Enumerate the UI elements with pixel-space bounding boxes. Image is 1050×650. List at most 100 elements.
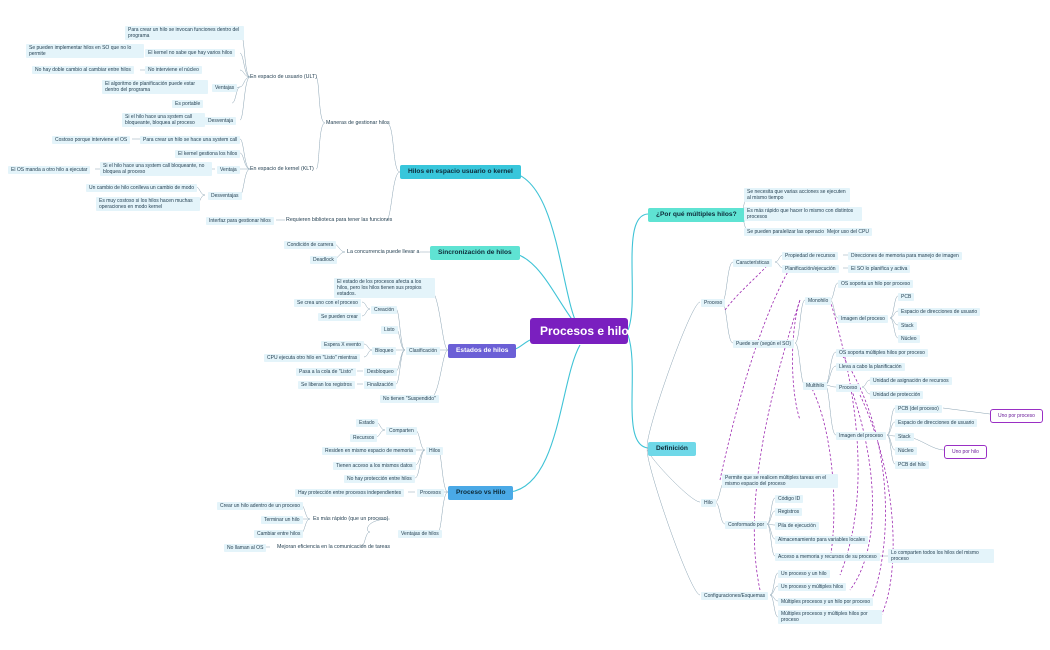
mono-imagen[interactable]: Imagen del proceso <box>838 315 888 323</box>
multi-pcb-proceso[interactable]: PCB (del proceso) <box>895 405 942 413</box>
mono-item[interactable]: OS soporta un hilo por proceso <box>838 280 914 288</box>
topic-por-que[interactable]: ¿Por qué múltiples hilos? <box>648 208 745 222</box>
conformado-item[interactable]: Pila de ejecución <box>775 522 819 530</box>
por-que-item[interactable]: Se pueden paralelizar las operaciones <box>744 228 836 236</box>
config-item[interactable]: Múltiples procesos y múltiples hilos por… <box>778 610 882 624</box>
puede-ser-node[interactable]: Puede ser (según el SO) <box>733 340 795 348</box>
estados-intro[interactable]: El estado de los procesos afecta a los h… <box>334 278 435 298</box>
klt-node[interactable]: En espacio de kernel (KLT) <box>250 166 314 172</box>
multi-stack[interactable]: Stack <box>895 433 914 441</box>
ult-item[interactable]: El kernel no sabe que hay varios hilos <box>145 49 236 57</box>
mono-stack[interactable]: Stack <box>898 322 917 330</box>
mono-espacio[interactable]: Espacio de direcciones de usuario <box>898 308 981 316</box>
ult-ventajas[interactable]: Ventajas <box>212 84 238 92</box>
creacion-item[interactable]: Se crea uno con el proceso <box>294 299 361 307</box>
rapido-item[interactable]: Crear un hilo adentro de un proceso <box>217 502 304 510</box>
estado-creacion[interactable]: Creación <box>371 306 398 314</box>
hilos-node[interactable]: Hilos <box>426 447 444 455</box>
ult-item[interactable]: Es portable <box>172 100 204 108</box>
multi-imagen[interactable]: Imagen del proceso <box>836 432 886 440</box>
klt-item[interactable]: El kernel gestiona los hilos <box>175 150 241 158</box>
hilo-def[interactable]: Permite que se realicen múltiples tareas… <box>722 474 838 488</box>
ult-item[interactable]: El algoritmo de planificación puede esta… <box>102 80 208 94</box>
ult-item[interactable]: No hay doble cambio al cambiar entre hil… <box>32 66 134 74</box>
hilo-node[interactable]: Hilo <box>701 499 716 507</box>
mejor-uso-cpu[interactable]: Mejor uso del CPU <box>824 228 872 236</box>
klt-item[interactable]: Para crear un hilo se hace una system ca… <box>140 136 241 144</box>
biblioteca-node[interactable]: Requieren biblioteca para tener las func… <box>286 217 393 223</box>
topic-definicion[interactable]: Definición <box>648 442 696 456</box>
configuraciones-node[interactable]: Configuraciones/Esquemas <box>701 592 769 600</box>
multi-item[interactable]: OS soporta múltiples hilos por proceso <box>836 349 928 357</box>
root-topic[interactable]: Procesos e hilos <box>530 318 635 344</box>
estado-bloqueo[interactable]: Bloqueo <box>372 347 397 355</box>
hilos-item[interactable]: Tienen acceso a los mismos datos <box>333 462 416 470</box>
ult-item[interactable]: Se pueden implementar hilos en SO que no… <box>26 44 144 58</box>
uno-por-hilo-note[interactable]: Uno por hilo <box>944 445 987 459</box>
conformado-item[interactable]: Acceso a memoria y recursos de su proces… <box>775 553 880 561</box>
comparten-item[interactable]: Recursos <box>350 434 378 442</box>
ventajas-hilos-node[interactable]: Ventajas de hilos <box>398 530 442 538</box>
topic-sincronizacion[interactable]: Sincronización de hilos <box>430 246 520 260</box>
hilos-item[interactable]: Residen en mismo espacio de memoria <box>322 447 416 455</box>
concurrencia-node[interactable]: La concurrencia puede llevar a <box>347 249 420 255</box>
maneras-node[interactable]: Maneras de gestionar hilos <box>326 120 390 126</box>
desbloqueo-item[interactable]: Pasa a la cola de "Listo" <box>296 368 356 376</box>
klt-item[interactable]: Costoso porque interviene el OS <box>52 136 131 144</box>
ult-item[interactable]: No interviene el núcleo <box>145 66 202 74</box>
mejoran-node[interactable]: Mejoran eficiencia en la comunicación de… <box>277 544 391 550</box>
comparten-item[interactable]: Estado <box>356 419 378 427</box>
hilos-item[interactable]: No hay protección entre hilos <box>344 475 415 483</box>
por-que-item[interactable]: Es más rápido que hacer lo mismo con dis… <box>744 207 862 221</box>
proceso-node[interactable]: Proceso <box>701 299 726 307</box>
deadlock[interactable]: Deadlock <box>310 256 337 264</box>
multi-item[interactable]: Lleva a cabo la planificación <box>836 363 905 371</box>
estado-desbloqueo[interactable]: Desbloqueo <box>364 368 397 376</box>
planificacion-node[interactable]: Planificación/ejecución <box>782 265 839 273</box>
estado-listo[interactable]: Listo <box>381 326 398 334</box>
bloqueo-item[interactable]: CPU ejecuta otro hilo en "Listo" mientra… <box>264 354 361 362</box>
config-item[interactable]: Un proceso y un hilo <box>778 570 830 578</box>
rapido-node[interactable]: Es más rápido (que un proceso) <box>313 516 389 522</box>
rapido-item[interactable]: Terminar un hilo <box>261 516 303 524</box>
klt-item[interactable]: El OS manda a otro hilo a ejecutar <box>8 166 91 174</box>
ult-desventaja[interactable]: Desventaja <box>205 117 237 125</box>
uno-por-proceso-note[interactable]: Uno por proceso <box>990 409 1043 423</box>
multi-espacio[interactable]: Espacio de direcciones de usuario <box>895 419 978 427</box>
multi-nucleo[interactable]: Núcleo <box>895 447 917 455</box>
klt-desventajas[interactable]: Desventajas <box>208 192 242 200</box>
multi-item[interactable]: Unidad de asignación de recursos <box>870 377 952 385</box>
no-suspendido[interactable]: No tienen "Suspendido" <box>380 395 439 403</box>
topic-estados[interactable]: Estados de hilos <box>448 344 517 358</box>
estado-finalizacion[interactable]: Finalización <box>364 381 397 389</box>
mono-nucleo[interactable]: Núcleo <box>898 335 920 343</box>
finalizacion-item[interactable]: Se liberan los registros <box>298 381 355 389</box>
klt-item[interactable]: Es muy costoso si los hilos hacen muchas… <box>96 197 200 211</box>
comparten-node[interactable]: Comparten <box>386 427 417 435</box>
direcciones-node[interactable]: Direcciones de memoria para manejo de im… <box>848 252 962 260</box>
comparten-todos[interactable]: Lo comparten todos los hilos del mismo p… <box>888 549 994 563</box>
klt-item[interactable]: Si el hilo hace una system call bloquean… <box>100 162 212 176</box>
multi-pcb-hilo[interactable]: PCB del hilo <box>895 461 929 469</box>
mono-pcb[interactable]: PCB <box>898 293 915 301</box>
procesos-item[interactable]: Hay protección entre procesos independie… <box>295 489 405 497</box>
creacion-item[interactable]: Se pueden crear <box>318 313 361 321</box>
interfaz-node[interactable]: Interfaz para gestionar hilos <box>206 217 274 225</box>
ult-item[interactable]: Para crear un hilo se invocan funciones … <box>125 26 244 40</box>
bloqueo-item[interactable]: Espera X evento <box>321 341 364 349</box>
topic-proceso-vs-hilo[interactable]: Proceso vs Hilo <box>448 486 514 500</box>
conformado-item[interactable]: Almacenamiento para variables locales <box>775 536 868 544</box>
clasificacion-node[interactable]: Clasificación <box>406 347 441 355</box>
caracteristicas-node[interactable]: Características <box>733 259 773 267</box>
config-item[interactable]: Un proceso y múltiples hilos <box>778 583 847 591</box>
klt-item[interactable]: Un cambio de hilo conlleva un cambio de … <box>86 184 198 192</box>
multi-item[interactable]: Unidad de protección <box>870 391 924 399</box>
ult-node[interactable]: En espacio de usuario (ULT) <box>250 74 318 80</box>
planifica-node[interactable]: El SO lo planifica y activa <box>848 265 911 273</box>
procesos-node[interactable]: Procesos <box>417 489 444 497</box>
por-que-item[interactable]: Se necesita que varias acciones se ejecu… <box>744 188 850 202</box>
conformado-item[interactable]: Registros <box>775 508 803 516</box>
propiedad-node[interactable]: Propiedad de recursos <box>782 252 839 260</box>
monohilo-node[interactable]: Monohilo <box>805 297 832 305</box>
klt-ventaja[interactable]: Ventaja <box>217 166 240 174</box>
